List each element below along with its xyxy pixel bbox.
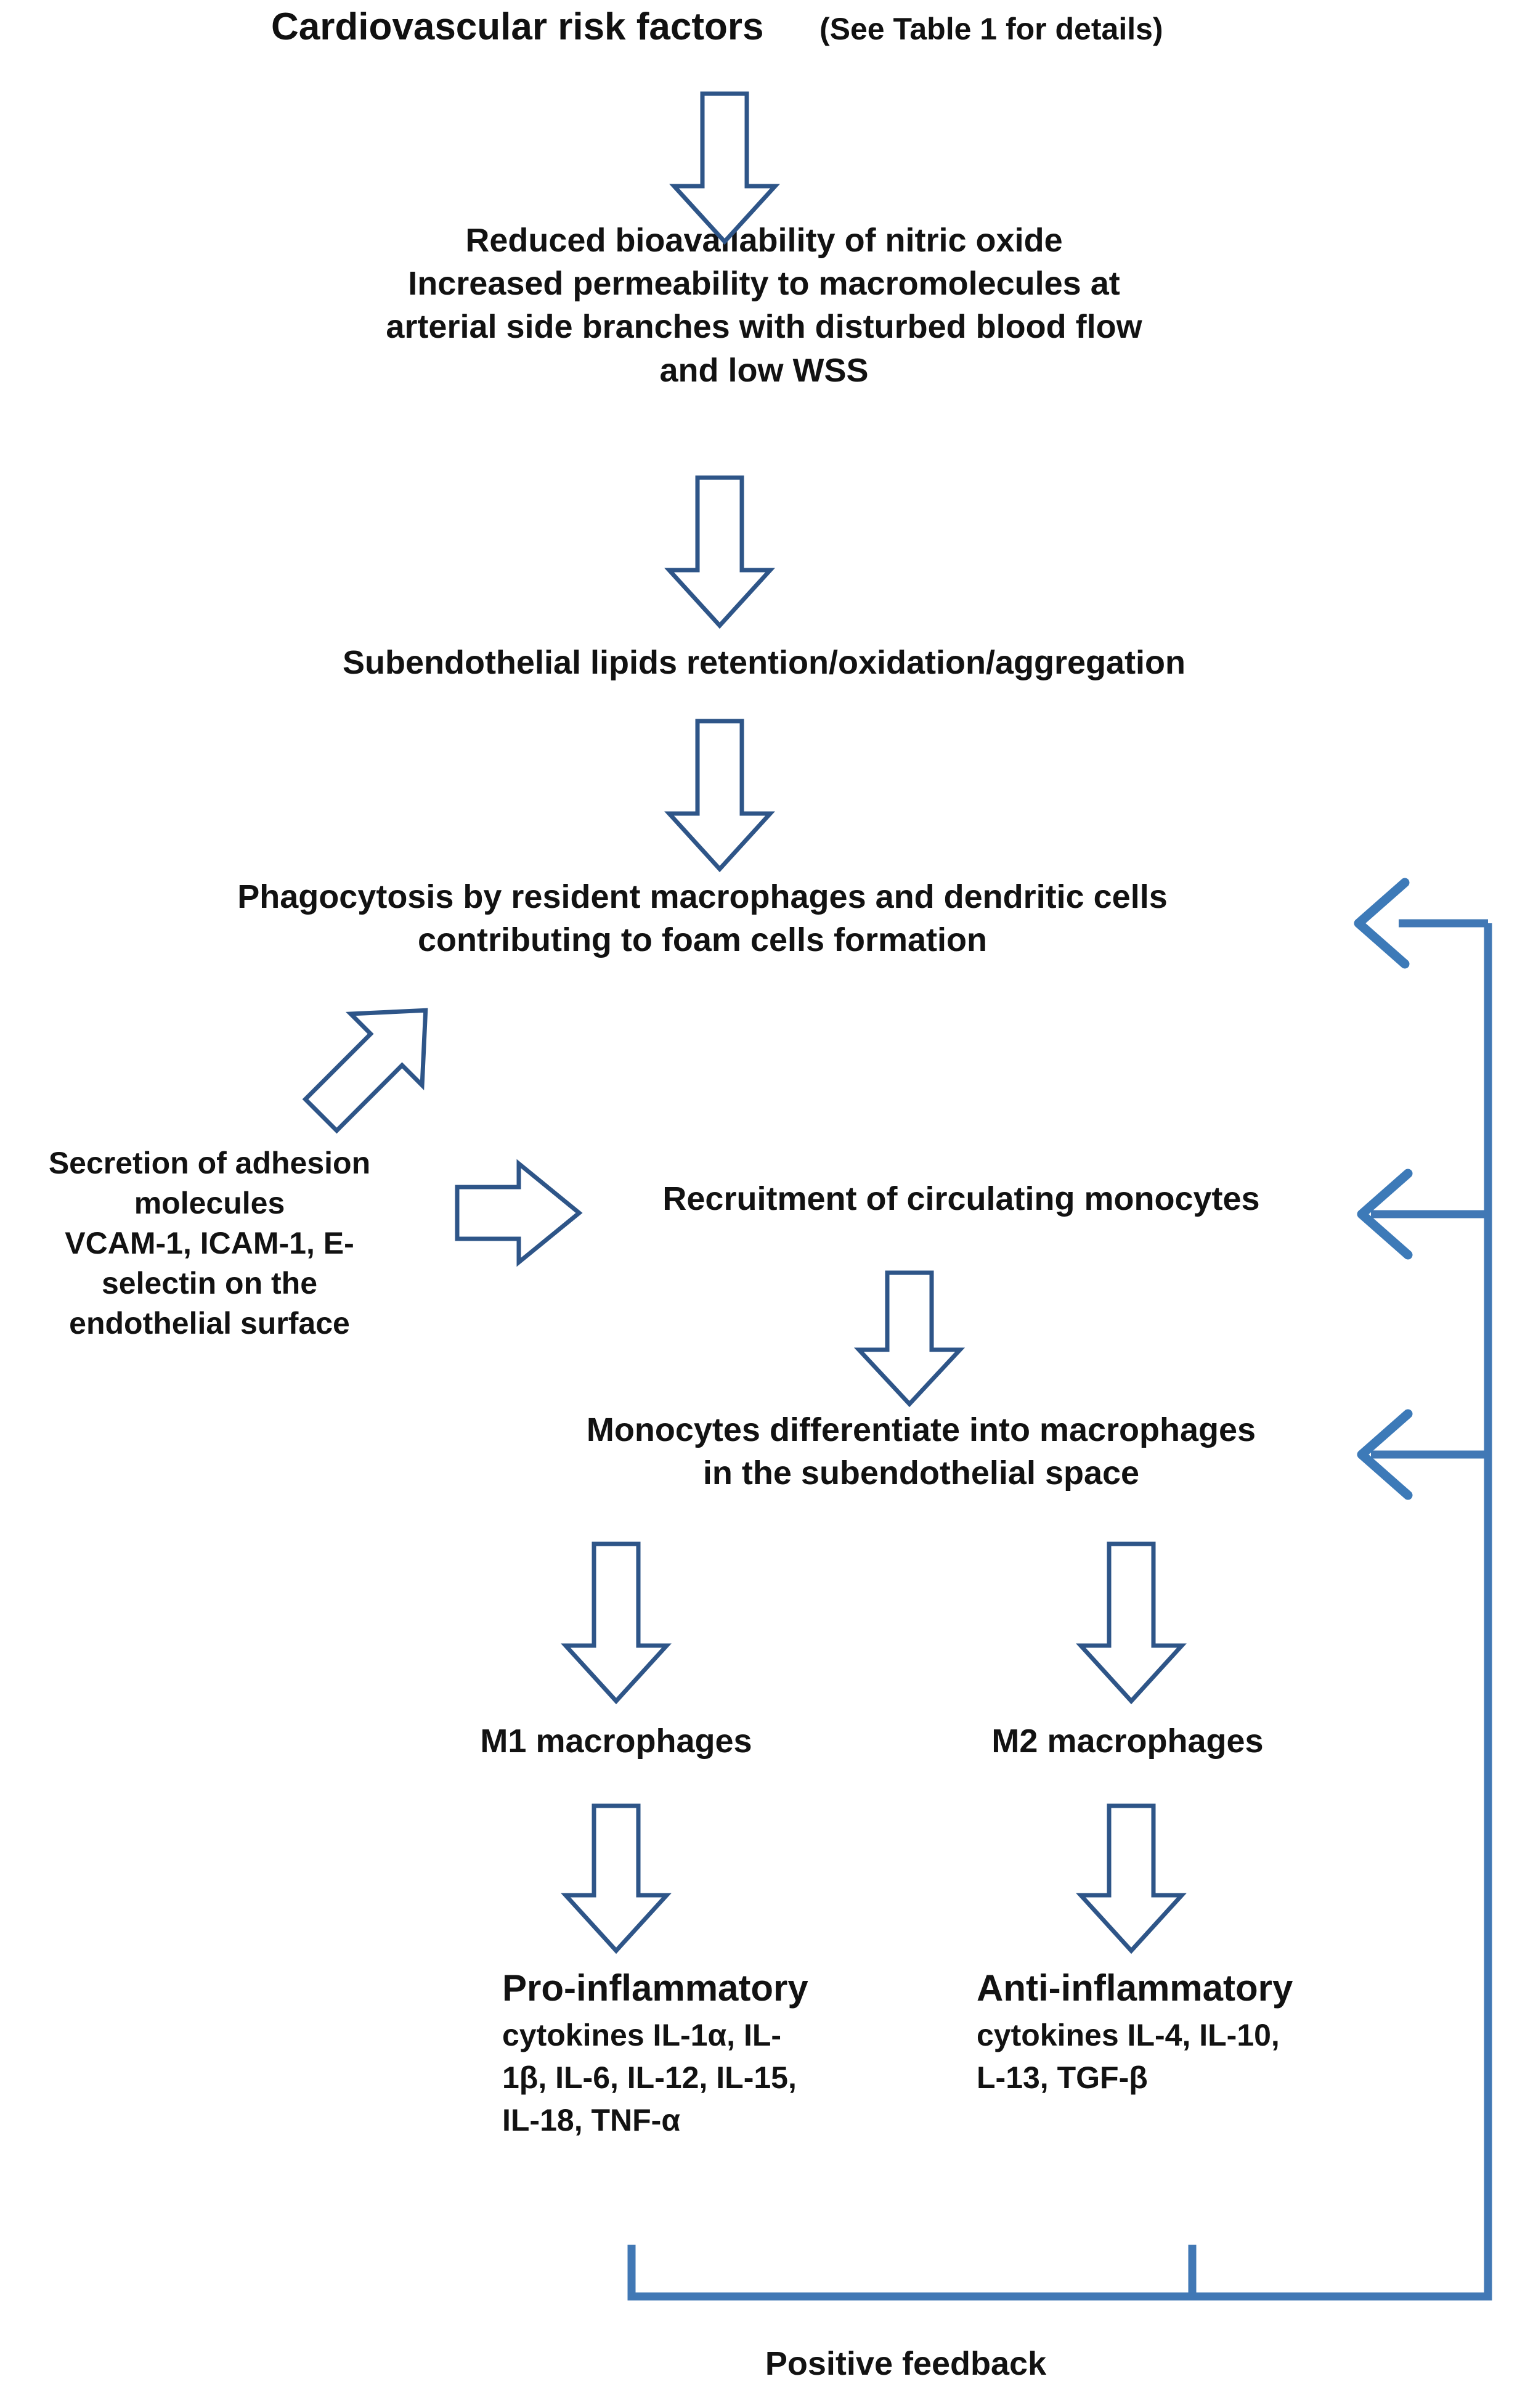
feedback-arrowhead-phagocytosis bbox=[1354, 878, 1410, 969]
anti-cytokines-line-3: L-13, TGF-β bbox=[977, 2060, 1148, 2095]
block-arrow-right-1 bbox=[455, 1159, 583, 1267]
node-m1-macrophages: M1 macrophages bbox=[480, 1723, 752, 1760]
node-pro-inflammatory-cytokines: Pro-inflammatory cytokines IL-1α, IL- 1β… bbox=[502, 1963, 884, 2142]
node-m2-macrophages: M2 macrophages bbox=[991, 1723, 1264, 1760]
block-arrow-down-m2 bbox=[1076, 1541, 1187, 1705]
node-lipid-retention: Subendothelial lipids retention/oxidatio… bbox=[342, 644, 1186, 681]
pro-cytokines-line-4: IL-18, TNF-α bbox=[502, 2102, 681, 2137]
block-arrow-down-pro bbox=[561, 1803, 672, 1954]
block-arrow-down-2 bbox=[664, 475, 775, 629]
node-differentiation: Monocytes differentiate into macrophages… bbox=[586, 1411, 1256, 1492]
block-arrow-down-4 bbox=[853, 1270, 966, 1408]
positive-feedback-label: Positive feedback bbox=[765, 2345, 1047, 2382]
pro-cytokines-heading: Pro-inflammatory bbox=[502, 1967, 808, 2009]
block-arrow-down-3 bbox=[664, 719, 775, 873]
page-title-note: (See Table 1 for details) bbox=[819, 12, 1163, 46]
block-arrow-down-anti bbox=[1076, 1803, 1187, 1954]
page-title-main: Cardiovascular risk factors bbox=[271, 6, 764, 48]
node-anti-inflammatory-cytokines: Anti-inflammatory cytokines IL-4, IL-10,… bbox=[977, 1963, 1371, 2099]
node-phagocytosis: Phagocytosis by resident macrophages and… bbox=[237, 878, 1168, 959]
block-arrow-down-m1 bbox=[561, 1541, 672, 1705]
anti-cytokines-heading: Anti-inflammatory bbox=[977, 1967, 1293, 2009]
block-arrow-down-left-diagonal bbox=[302, 1008, 428, 1134]
node-recruitment: Recruitment of circulating monocytes bbox=[662, 1180, 1260, 1217]
node-adhesion-molecules: Secretion of adhesion molecules VCAM-1, … bbox=[48, 1146, 371, 1341]
node-endothelial-dysfunction: Reduced bioavailability of nitric oxide … bbox=[386, 222, 1142, 389]
pro-cytokines-line-2: cytokines IL-1α, IL- bbox=[502, 2017, 782, 2052]
pro-cytokines-line-3: 1β, IL-6, IL-12, IL-15, bbox=[502, 2060, 797, 2095]
anti-cytokines-line-2: cytokines IL-4, IL-10, bbox=[977, 2017, 1280, 2052]
feedback-arrowhead-recruitment bbox=[1357, 1169, 1413, 1260]
feedback-arrowhead-differentiation bbox=[1357, 1409, 1413, 1500]
